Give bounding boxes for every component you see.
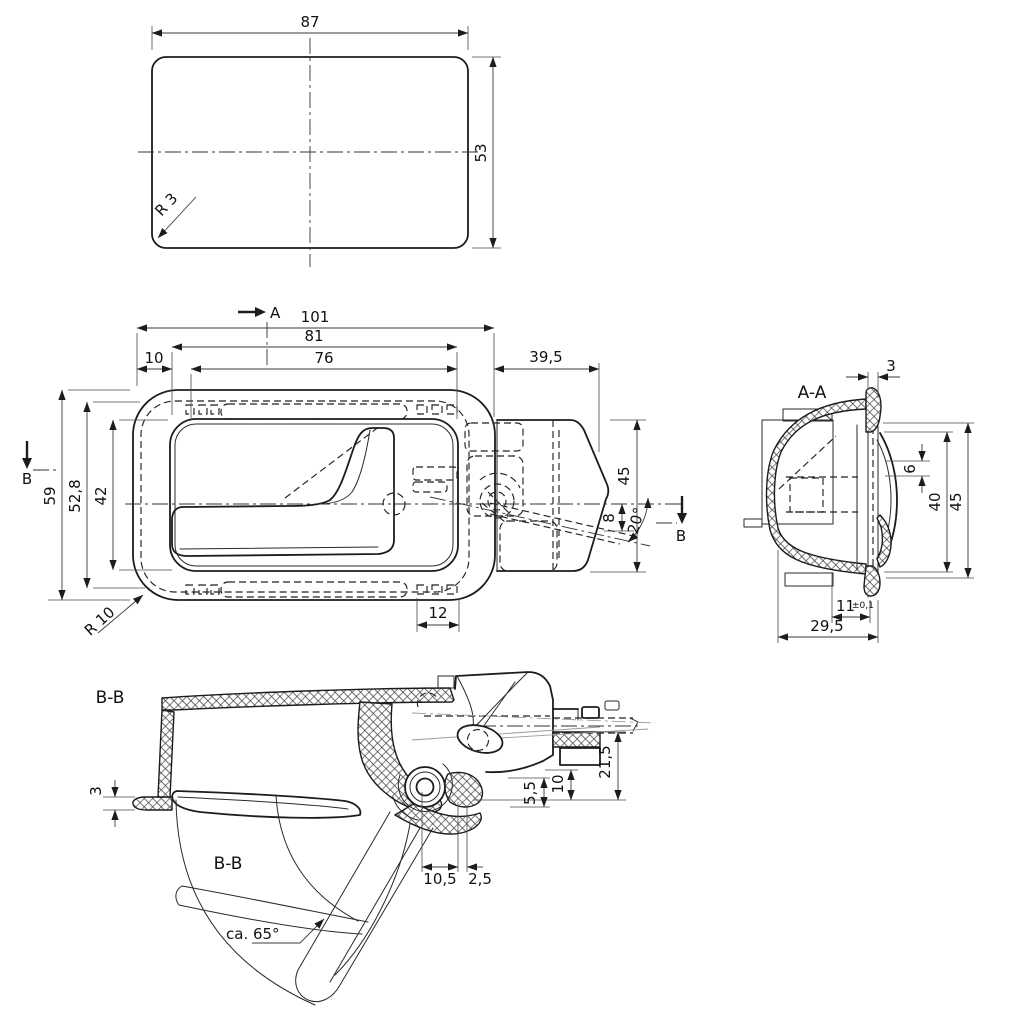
bb-left-wall [157,709,175,798]
section-arrow-b-left-icon [22,458,32,469]
dim-bb-flange-thickness: 3 [87,786,105,796]
dim-bb-lip-thickness: 2,5 [468,870,492,888]
top-view: 87 53 R 3 [138,13,501,267]
section-label-b-left: B [22,470,32,488]
dim-bb-depth-step: 10 [549,774,567,793]
section-arrow-a-icon [255,307,266,317]
bb-pivot-outer [404,766,446,808]
dim-aa-slot-width: 11 [836,597,855,615]
dim-left-offset: 10 [144,349,163,367]
dim-aa-flange-thickness: 3 [886,357,896,375]
dim-recess-height: 52,8 [66,479,84,512]
hidden-pan-outline [140,400,470,593]
hidden-clip-slots [185,404,458,595]
dim-recess-width: 81 [304,327,323,345]
section-a-a-title: A-A [798,383,827,403]
handle-face-section [876,514,892,568]
dim-top-width: 87 [300,13,319,31]
recess-rim-inner [174,423,454,567]
bb-flange [132,796,173,811]
flange-bottom-bulb [863,565,881,597]
dim-rod-offset: 8 [600,513,618,523]
dim-aa-slot-tolerance: ±0,1 [852,601,874,611]
rod-centerline [429,496,651,547]
dim-bb-depth-lip: 5,5 [521,781,539,805]
dim-top-height: 53 [472,143,490,162]
section-b-b-title: B-B [96,688,125,708]
dim-bb-opening-angle: ca. 65° [226,925,280,943]
dim-aa-overall-depth: 45 [947,492,965,511]
mount-bracket-outline [496,419,610,572]
dim-top-corner-radius: R 3 [151,189,181,219]
dim-opening-width: 76 [314,349,333,367]
bb-crank-lobe [456,724,504,754]
dim-bracket-length: 39,5 [529,348,562,366]
dim-aa-inner-depth: 40 [926,492,944,511]
section-label-b-right: B [676,527,686,545]
section-a-a: A-A 3 6 [743,357,974,643]
section-b-b: B-B B-B [87,671,656,1006]
bb-handle-closed [171,790,362,819]
section-b-b-title-inner: B-B [214,854,243,874]
bb-right-hook [444,771,484,808]
bb-bottom-lip [394,802,482,835]
dim-overall-height: 59 [41,486,59,505]
front-view: A [22,304,687,639]
dim-rod-angle: 20° [624,506,648,536]
handle-lever-outline [171,427,395,557]
bezel-outline [132,389,496,601]
dim-bracket-height: 45 [615,466,633,485]
bb-panel-strip [552,731,601,748]
dim-aa-overall-width: 29,5 [810,617,843,635]
dim-slot-pitch: 12 [428,604,447,622]
dim-bb-pivot-offset: 10,5 [423,870,456,888]
bb-handle-open [295,811,434,1003]
back-plate [761,419,834,525]
flange-top-bulb [865,387,882,433]
hidden-handle-edge [284,425,381,499]
bb-retainer-block [559,747,601,766]
section-label-a: A [270,304,281,322]
bb-bracket-outline [454,671,554,774]
bb-top-wall [161,687,455,711]
dim-bb-depth-overall: 21,5 [596,745,614,778]
dim-aa-boss-width: 6 [901,464,919,474]
dim-bezel-corner-radius: R 10 [81,603,119,639]
dim-opening-height: 42 [92,486,110,505]
dim-overall-width: 101 [301,308,330,326]
section-arrow-b-right-icon [677,513,687,524]
bb-handle-mid [181,885,369,923]
